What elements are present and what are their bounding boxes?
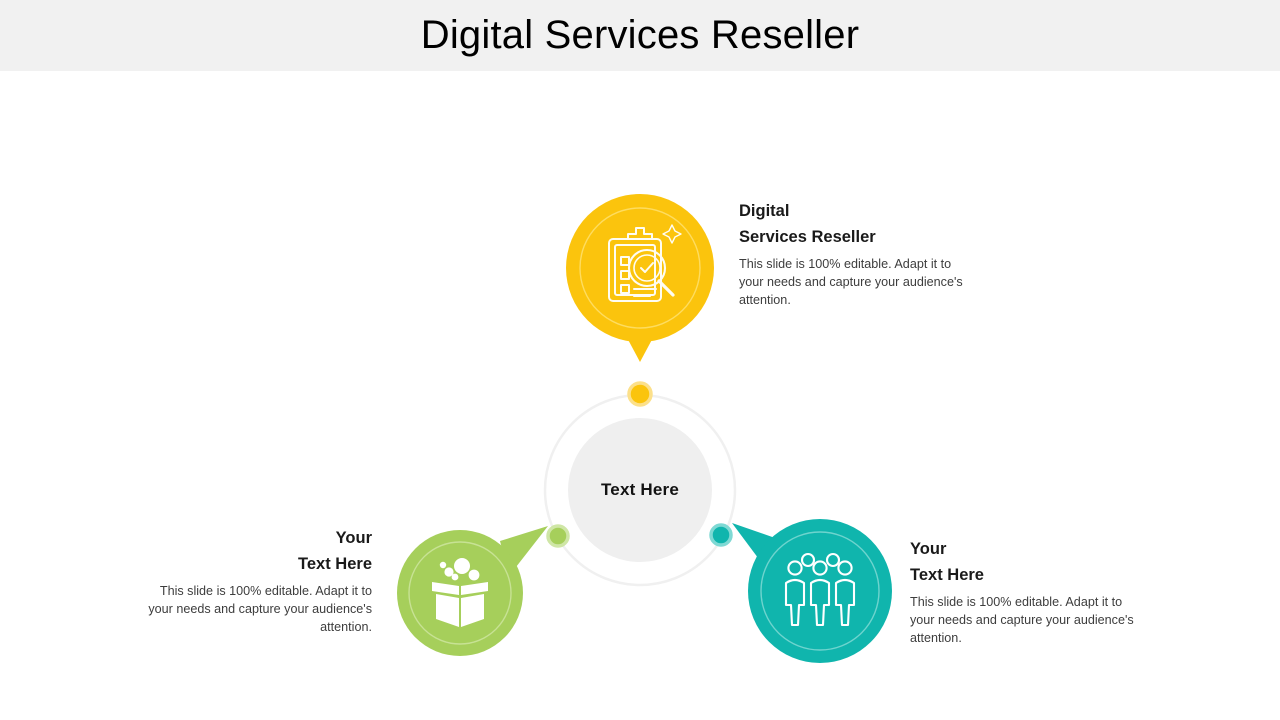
text-block-left-heading-line2: Text Here — [298, 554, 372, 573]
text-block-top: Digital Services Reseller This slide is … — [739, 199, 969, 310]
green-pin-inner-ring — [408, 541, 512, 645]
teal-connector-dot[interactable] — [709, 523, 733, 547]
text-block-left-body: This slide is 100% editable. Adapt it to… — [148, 584, 372, 634]
text-block-right-heading: Your Text Here — [910, 537, 1138, 588]
text-block-right-body: This slide is 100% editable. Adapt it to… — [910, 595, 1134, 645]
yellow-pin-inner-ring — [579, 207, 701, 329]
open-box-icon — [432, 558, 488, 627]
text-block-left-heading: Your Text Here — [140, 526, 372, 577]
node-right-teal[interactable] — [732, 519, 892, 663]
text-block-left: Your Text Here This slide is 100% editab… — [140, 526, 372, 637]
teal-pin-inner-ring — [760, 531, 880, 651]
page-title: Digital Services Reseller — [420, 13, 860, 57]
yellow-connector-dot[interactable] — [627, 381, 653, 407]
header-band — [0, 0, 1280, 71]
text-block-left-heading-line1: Your — [335, 529, 372, 547]
text-block-right-heading-line1: Your — [910, 540, 947, 558]
green-pin-circle — [397, 530, 523, 656]
text-block-top-heading: Digital Services Reseller — [739, 199, 969, 250]
clipboard-search-icon — [608, 224, 682, 302]
node-left-green[interactable] — [397, 526, 548, 656]
text-block-top-heading-line2: Services Reseller — [739, 227, 876, 246]
text-block-right-heading-line2: Text Here — [910, 565, 984, 584]
three-node-diagram — [0, 71, 1280, 720]
slide-body: Text Here Digital Services Reseller This… — [0, 71, 1280, 720]
hub-label: Text Here — [600, 480, 680, 499]
teal-pin-circle — [748, 519, 892, 663]
green-connector-dot[interactable] — [546, 524, 570, 548]
text-block-right: Your Text Here This slide is 100% editab… — [910, 537, 1138, 648]
people-group-icon — [784, 552, 856, 627]
node-top-yellow[interactable] — [566, 194, 714, 362]
text-block-top-heading-line1: Digital — [739, 202, 790, 220]
hub-disc — [568, 418, 712, 562]
text-block-top-body: This slide is 100% editable. Adapt it to… — [739, 257, 963, 307]
